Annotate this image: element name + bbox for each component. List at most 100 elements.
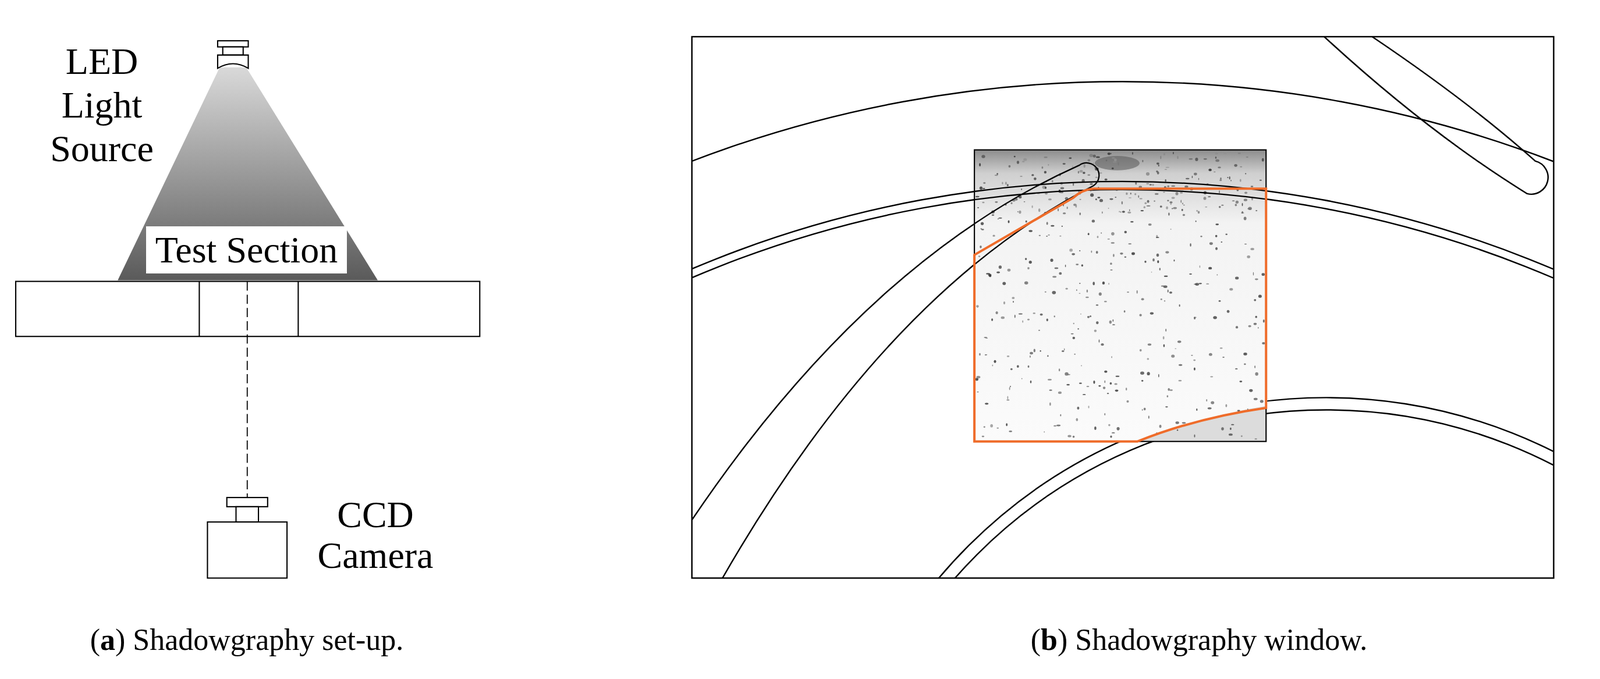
particle bbox=[998, 265, 1002, 269]
particle bbox=[1235, 200, 1239, 204]
particle bbox=[1191, 175, 1194, 179]
particle bbox=[1263, 319, 1265, 323]
caption-letter: a bbox=[100, 623, 116, 657]
particle bbox=[1070, 333, 1074, 335]
window-edge bbox=[297, 281, 299, 337]
photo-blob bbox=[1094, 155, 1140, 171]
particle bbox=[1244, 191, 1248, 194]
particle bbox=[1126, 291, 1130, 293]
particle bbox=[1049, 402, 1052, 407]
particle bbox=[988, 274, 992, 278]
particle bbox=[1082, 394, 1087, 396]
particle bbox=[1216, 274, 1218, 276]
particle bbox=[1248, 325, 1252, 328]
particle bbox=[1077, 328, 1079, 331]
particle bbox=[1072, 336, 1076, 340]
particle bbox=[1016, 364, 1020, 368]
particle bbox=[1027, 365, 1030, 368]
particle bbox=[1144, 260, 1147, 264]
particle bbox=[985, 354, 988, 356]
particle bbox=[1087, 405, 1089, 409]
particle bbox=[1156, 162, 1160, 165]
particle bbox=[1050, 225, 1055, 227]
particle bbox=[1179, 192, 1183, 194]
particle bbox=[1219, 347, 1223, 349]
particle bbox=[1079, 382, 1082, 385]
particle bbox=[1080, 313, 1082, 315]
particle bbox=[1112, 324, 1116, 326]
particle bbox=[1139, 313, 1142, 317]
particle bbox=[981, 201, 985, 204]
particle bbox=[996, 427, 999, 429]
particle bbox=[1009, 385, 1011, 388]
particle bbox=[1109, 198, 1113, 201]
particle bbox=[1093, 380, 1095, 385]
particle bbox=[1060, 187, 1065, 190]
particle bbox=[1156, 253, 1160, 258]
particle bbox=[1171, 207, 1174, 209]
particle bbox=[1230, 179, 1232, 182]
caption-part: ) Shadowgraphy window. bbox=[1057, 623, 1368, 657]
particle bbox=[1017, 211, 1019, 213]
particle bbox=[1120, 211, 1122, 213]
ring-line bbox=[974, 189, 1266, 442]
particle bbox=[1155, 170, 1158, 173]
particle bbox=[1158, 164, 1160, 168]
particle bbox=[1195, 220, 1197, 223]
particle bbox=[976, 375, 981, 379]
particle bbox=[1097, 235, 1099, 239]
particle bbox=[1173, 259, 1175, 262]
particle bbox=[1258, 295, 1262, 298]
particle bbox=[983, 426, 986, 428]
particle bbox=[1040, 350, 1042, 352]
particle bbox=[1253, 323, 1258, 326]
particle bbox=[1235, 203, 1238, 207]
particle bbox=[1194, 157, 1198, 162]
particle bbox=[1148, 415, 1150, 420]
particle bbox=[1130, 192, 1132, 195]
particle bbox=[990, 424, 993, 428]
particle bbox=[1100, 232, 1102, 234]
particle bbox=[1200, 235, 1202, 238]
camera-label: CCD Camera bbox=[308, 494, 443, 577]
light-source-label: LED Light Source bbox=[43, 39, 161, 171]
particle bbox=[1002, 281, 1006, 285]
particle bbox=[1242, 203, 1244, 207]
particle bbox=[1167, 289, 1169, 293]
particle bbox=[1161, 285, 1165, 287]
particle bbox=[1189, 273, 1192, 275]
particle bbox=[1176, 429, 1179, 432]
particle bbox=[1190, 355, 1193, 356]
particle bbox=[1172, 207, 1177, 210]
particle bbox=[1217, 166, 1222, 169]
particle bbox=[1141, 380, 1144, 382]
particle bbox=[1166, 185, 1170, 188]
particle bbox=[1111, 157, 1116, 159]
particle bbox=[998, 217, 1002, 219]
particle bbox=[1182, 214, 1186, 217]
subfigure-caption: (a) Shadowgraphy set-up. bbox=[90, 621, 404, 659]
particle bbox=[1042, 185, 1047, 190]
particle bbox=[1095, 155, 1101, 158]
particle bbox=[1130, 221, 1134, 223]
particle bbox=[1088, 153, 1094, 157]
particle bbox=[1044, 291, 1047, 293]
particle bbox=[1121, 201, 1123, 205]
test-section-box: Test Section bbox=[146, 226, 347, 274]
particle bbox=[1143, 206, 1146, 209]
particle bbox=[1104, 178, 1108, 182]
particle bbox=[1099, 199, 1103, 202]
particle bbox=[1244, 243, 1247, 246]
particle bbox=[1091, 219, 1095, 223]
particle bbox=[1005, 181, 1007, 185]
particle bbox=[1165, 251, 1169, 254]
particle bbox=[1159, 424, 1162, 429]
particle bbox=[1089, 315, 1092, 318]
particle bbox=[1072, 165, 1074, 168]
particle bbox=[1228, 433, 1233, 436]
particle bbox=[1079, 282, 1081, 285]
particle bbox=[1076, 406, 1080, 410]
particle bbox=[1022, 320, 1024, 323]
particle bbox=[1024, 257, 1027, 261]
particle bbox=[1243, 363, 1247, 366]
